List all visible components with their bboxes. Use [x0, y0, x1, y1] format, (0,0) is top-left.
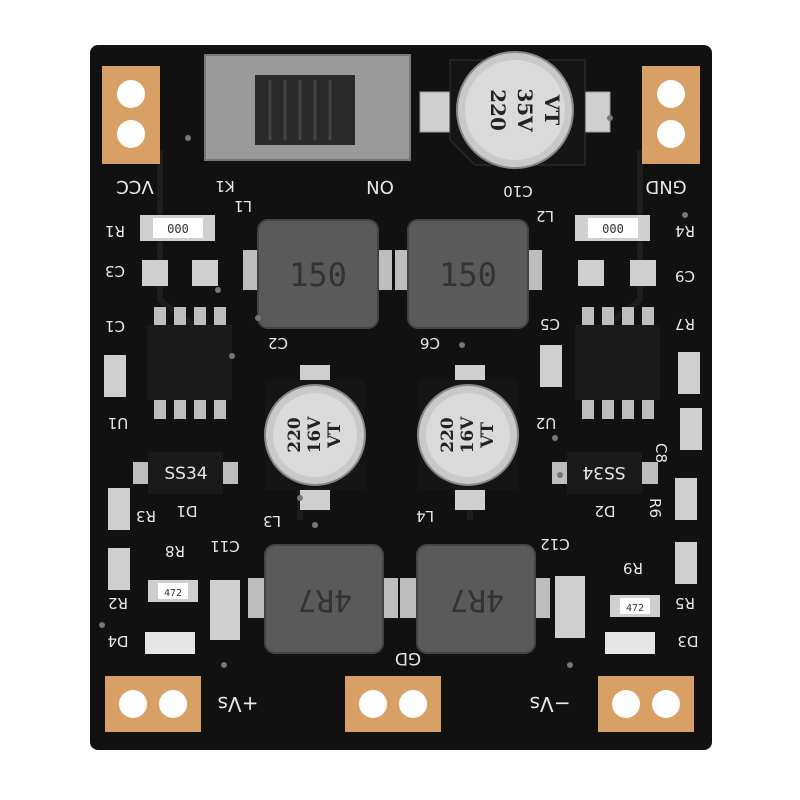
silk-r8: R8 [165, 542, 185, 560]
cap-right-series: VT [478, 422, 498, 449]
silk-d2: D2 [594, 502, 615, 520]
cap-right-voltage: 16V [458, 416, 478, 454]
silk-c6: C6 [420, 334, 440, 352]
d1-marking: SS34 [164, 464, 207, 484]
silk-c11: C11 [210, 537, 240, 555]
silk-c12: C12 [540, 535, 570, 553]
silk-d3: D3 [677, 632, 698, 650]
capacitor-c10: VT 35V 220 [419, 51, 611, 169]
resistor-r8: 472 [148, 580, 198, 602]
cap-left-voltage: 16V [305, 416, 325, 454]
silk-d4: D4 [107, 632, 128, 650]
silk-k1: K1 [215, 177, 234, 195]
c10-series-text: VT [540, 94, 564, 126]
cap-left-value: 220 [285, 417, 305, 453]
capacitor-c11 [210, 580, 240, 640]
silk-c8: C8 [652, 443, 670, 463]
power-slide-switch[interactable] [204, 54, 411, 161]
gnd-terminal-pads[interactable] [642, 66, 700, 164]
resistor-r9: 472 [610, 595, 660, 617]
gd-terminal-pads[interactable] [345, 676, 441, 732]
capacitor-c12 [555, 576, 585, 638]
cap-right-value: 220 [438, 417, 458, 453]
silk-r1: R1 [105, 222, 125, 240]
r4-code: 000 [602, 222, 624, 236]
silk-c1: C1 [105, 317, 125, 335]
silk-l4: L4 [416, 507, 434, 525]
silk-l1: L1 [234, 197, 252, 215]
l4-marking: 4R7 [450, 582, 504, 617]
silk-gnd: GND [645, 176, 686, 197]
silk-l3: L3 [263, 512, 281, 530]
resistor-r4: 000 [575, 215, 650, 241]
resistor-r7 [678, 352, 700, 394]
r9-code: 472 [626, 603, 644, 614]
d2-marking: SS34 [582, 462, 625, 482]
cap-left-series: VT [325, 422, 345, 449]
silk-u1: U1 [108, 414, 129, 432]
r8-code: 472 [164, 588, 182, 599]
silk-c3: C3 [105, 262, 125, 280]
capacitor-c8 [680, 408, 702, 450]
resistor-r1: 000 [140, 215, 215, 241]
silk-r5: R5 [675, 594, 695, 612]
silk-c2: C2 [268, 334, 288, 352]
minus-vs-terminal-pads[interactable] [598, 676, 694, 732]
capacitor-c3 [142, 260, 218, 286]
inductor-l2: 150 [395, 219, 542, 329]
silk-u2: U2 [536, 414, 557, 432]
silk-r2: R2 [108, 594, 128, 612]
silk-d1: D1 [176, 502, 197, 520]
silk-l2: L2 [536, 207, 554, 225]
pcb-substrate [90, 45, 712, 750]
silk-plus-vs: +Vs [218, 692, 259, 716]
resistor-r2 [108, 548, 130, 590]
silk-c10: C10 [503, 182, 533, 200]
vcc-terminal-pads[interactable] [102, 66, 160, 164]
l2-marking: 150 [439, 256, 497, 294]
resistor-r3 [108, 488, 130, 530]
ic-u1 [147, 307, 232, 419]
silk-r7: R7 [675, 315, 695, 333]
c10-value-text: 220 [486, 89, 510, 131]
l1-marking: 150 [289, 256, 347, 294]
plus-vs-terminal-pads[interactable] [105, 676, 201, 732]
silk-c9: C9 [675, 267, 695, 285]
r1-code: 000 [167, 222, 189, 236]
silk-r6: R6 [646, 498, 664, 518]
resistor-r5 [675, 542, 697, 584]
capacitor-left-electrolytic: 220 16V VT [264, 365, 366, 510]
silk-on: ON [366, 176, 394, 197]
silk-r4: R4 [675, 222, 695, 240]
inductor-l1: 150 [243, 219, 392, 329]
silk-r9: R9 [623, 559, 643, 577]
silk-vcc: VCC [116, 176, 153, 197]
l3-marking: 4R7 [298, 582, 352, 617]
led-d3 [605, 632, 655, 654]
silk-r3: R3 [136, 507, 156, 525]
silk-c5: C5 [540, 315, 560, 333]
capacitor-c1 [104, 355, 126, 397]
silk-minus-vs: −Vs [530, 692, 571, 716]
capacitor-right-electrolytic: 220 16V VT [417, 365, 519, 510]
inductor-l4: 4R7 [400, 544, 550, 654]
resistor-r6 [675, 478, 697, 520]
diode-d1: SS34 [133, 452, 238, 494]
capacitor-c5 [540, 345, 562, 387]
capacitor-c9 [578, 260, 656, 286]
led-d4 [145, 632, 195, 654]
c10-voltage-text: 35V [513, 88, 537, 132]
silk-gd: GD [395, 648, 421, 668]
ic-u2 [575, 307, 660, 419]
inductor-l3: 4R7 [248, 544, 398, 654]
